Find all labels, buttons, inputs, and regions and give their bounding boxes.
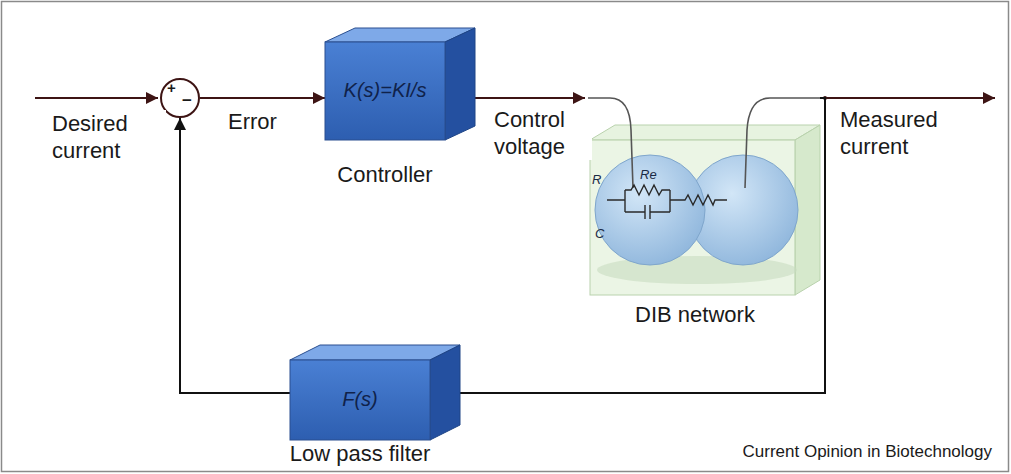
controller-box: K(s)=KI/sController	[325, 28, 475, 193]
dib-network-shape	[585, 90, 820, 335]
signal-label: Measured current	[838, 106, 982, 160]
circuit-label: Re	[638, 168, 664, 182]
signal-connector	[475, 97, 585, 99]
membrane-circuit	[607, 185, 727, 219]
circuit-label: R	[590, 173, 608, 187]
summing-junction-shape	[160, 78, 200, 118]
journal-watermark: Current Opinion in Biotechnology	[600, 441, 994, 462]
dib-chamber-top	[590, 125, 820, 140]
summing-junction: +−	[160, 78, 200, 118]
node-text: K(s)=KI/s	[325, 78, 445, 102]
node-text: DIB network	[605, 302, 785, 328]
summing-circle	[161, 79, 199, 117]
node-caption: Low pass filter	[270, 441, 450, 467]
signal-connector	[460, 98, 825, 393]
box-front-face	[325, 42, 445, 140]
box-side-face	[430, 345, 460, 440]
node-text: +	[167, 80, 181, 96]
dib-chamber-side	[795, 125, 820, 295]
node-caption: Controller	[315, 162, 455, 188]
signal-connector	[180, 118, 290, 393]
node-caption: −	[182, 92, 196, 110]
electrode-wire-right	[745, 98, 820, 188]
electrode-wire-left	[588, 98, 633, 188]
dib-network: DIB network R ReC	[585, 90, 820, 335]
circuit-label: C	[593, 227, 611, 241]
edge-label: Error	[226, 108, 300, 135]
output-arrow	[825, 97, 995, 99]
box-side-face	[445, 28, 475, 140]
box-front-face	[290, 360, 430, 440]
edge-label: Control voltage	[492, 106, 592, 160]
signal-label: Desired current	[50, 110, 166, 164]
low-pass-filter-box: F(s)Low pass filter	[290, 345, 460, 467]
node-text: F(s)	[290, 387, 430, 411]
signal-connector	[200, 97, 325, 99]
input-arrow	[35, 97, 158, 99]
